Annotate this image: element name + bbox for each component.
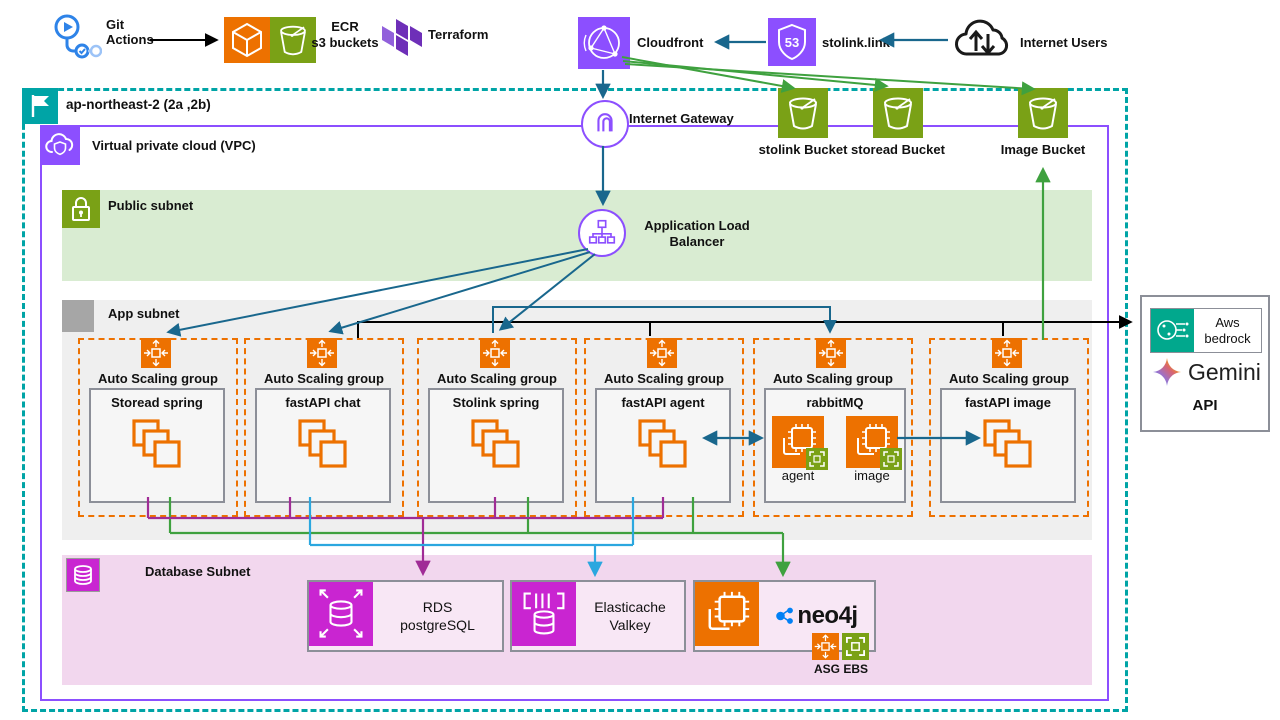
instances-icon [468, 416, 524, 472]
asg-label: Auto Scaling group [437, 371, 557, 386]
public-subnet-label: Public subnet [108, 198, 194, 213]
route53-label: stolink.link [822, 35, 890, 50]
asg-badge-icon [812, 633, 839, 660]
instance-label: image [854, 468, 890, 483]
route53-number: 53 [785, 35, 799, 50]
arrow-cloudfront-to-storead-bucket [622, 60, 889, 92]
elasticache-icon [512, 582, 576, 650]
gemini-row: Gemini [1152, 357, 1261, 387]
s3-bucket-icon [873, 88, 923, 138]
asg-box-storead-spring: Auto Scaling group Storead spring [78, 338, 238, 517]
asg-inner-box: fastAPI chat [255, 388, 391, 503]
service-title: fastAPI agent [621, 395, 705, 410]
neo4j-logo: neo4j [759, 582, 874, 650]
git-actions-icon [50, 12, 102, 64]
asg-inner-box: fastAPI image [940, 388, 1076, 503]
asg-ebs-label: ASG EBS [813, 662, 868, 676]
cloudfront-label: Cloudfront [637, 35, 704, 50]
api-label: API [1192, 397, 1218, 414]
s3-bucket-icon [1018, 88, 1068, 138]
asg-inner-box: Storead spring [89, 388, 225, 503]
ebs-badge-icon [880, 448, 902, 470]
instances-icon [635, 416, 691, 472]
route53-icon: 53 [768, 18, 816, 66]
gemini-star-icon [1153, 358, 1181, 386]
terraform-icon [380, 16, 424, 60]
asg-icon [480, 338, 510, 368]
asg-label: Auto Scaling group [604, 371, 724, 386]
arrow-cloudfront-to-image-bucket [624, 63, 1036, 96]
terraform-label: Terraform [428, 27, 489, 42]
ebs-badge-icon [806, 448, 828, 470]
app-subnet-icon [62, 300, 94, 332]
asg-inner-box: rabbitMQ [764, 388, 906, 503]
region-flag-icon [22, 88, 58, 124]
bucket-label: Image Bucket [1000, 142, 1086, 157]
region-box [22, 88, 1128, 712]
asg-box-fastapi-agent: Auto Scaling group fastAPI agent [584, 338, 744, 517]
asg-icon [992, 338, 1022, 368]
service-title: Storead spring [111, 395, 203, 410]
asg-label: Auto Scaling group [949, 371, 1069, 386]
internet-gateway-icon [581, 100, 629, 148]
asg-icon [647, 338, 677, 368]
asg-icon [307, 338, 337, 368]
asg-inner-box: fastAPI agent [595, 388, 731, 503]
neo4j-glyph [776, 607, 794, 624]
asg-box-rabbitmq: Auto Scaling group rabbitMQ [753, 338, 913, 517]
service-title: fastAPI image [965, 395, 1051, 410]
database-subnet-label: Database Subnet [145, 564, 251, 579]
s3-bucket-icon [270, 17, 316, 63]
bedrock-icon [1151, 309, 1194, 352]
instances-icon [129, 416, 185, 472]
bucket-label: stolink Bucket [758, 142, 848, 157]
service-title: fastAPI chat [285, 395, 361, 410]
instance-label: agent [781, 468, 815, 483]
internet-gateway-label: Internet Gateway [629, 111, 734, 126]
service-title: rabbitMQ [806, 395, 864, 410]
app-subnet-label: App subnet [108, 306, 180, 321]
asg-box-fastapi-chat: Auto Scaling group fastAPI chat [244, 338, 404, 517]
asg-label: Auto Scaling group [264, 371, 384, 386]
region-label: ap-northeast-2 (2a ,2b) [66, 97, 211, 112]
cloudfront-icon [578, 17, 630, 69]
ec2-chip-icon [695, 582, 759, 650]
public-subnet-area [62, 190, 1092, 281]
asg-icon [141, 338, 171, 368]
asg-inner-box: Stolink spring [428, 388, 564, 503]
vpc-label: Virtual private cloud (VPC) [92, 138, 256, 153]
asg-icon [816, 338, 846, 368]
instances-icon [295, 416, 351, 472]
alb-icon [578, 209, 626, 257]
asg-box-stolink-spring: Auto Scaling group Stolink spring [417, 338, 577, 517]
internet-users-label: Internet Users [1020, 35, 1108, 50]
gemini-label: Gemini [1188, 358, 1261, 385]
db-subnet-icon [66, 558, 100, 592]
service-title: Stolink spring [452, 395, 540, 410]
vpc-icon [40, 125, 80, 165]
ec2-chip-icon [846, 416, 898, 468]
ecr-icon [224, 17, 270, 63]
vpc-box [40, 125, 1109, 701]
bucket-label: storead Bucket [851, 142, 945, 157]
instances-icon [980, 416, 1036, 472]
s3-bucket-icon [778, 88, 828, 138]
asg-box-fastapi-image: Auto Scaling group fastAPI image [929, 338, 1089, 517]
internet-users-icon [950, 14, 1014, 64]
rds-icon [309, 582, 373, 650]
lock-icon [62, 190, 100, 228]
asg-label: Auto Scaling group [773, 371, 893, 386]
asg-label: Auto Scaling group [98, 371, 218, 386]
ebs-badge-icon [842, 633, 869, 660]
